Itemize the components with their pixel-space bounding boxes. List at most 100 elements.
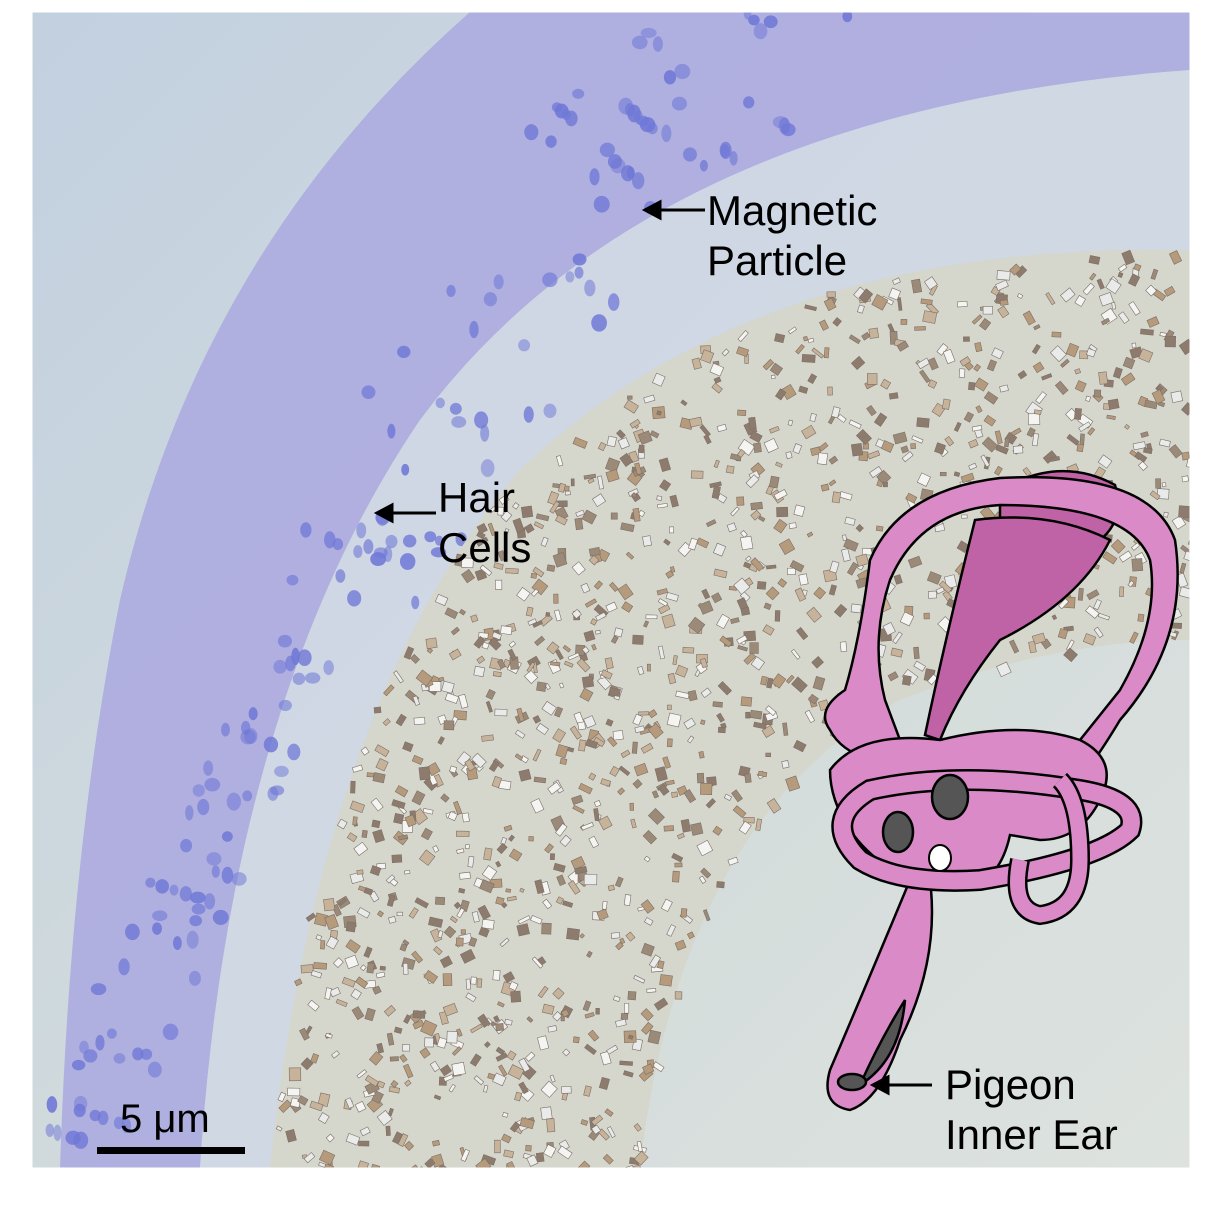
crystal	[796, 626, 809, 641]
crystal	[1027, 413, 1041, 426]
crystal	[426, 647, 434, 654]
crystal	[623, 399, 639, 414]
crystal	[556, 874, 566, 886]
crystal	[643, 855, 651, 863]
crystal	[619, 1060, 633, 1066]
crystal	[552, 552, 568, 568]
crystal	[338, 897, 347, 906]
crystal	[1063, 647, 1078, 663]
label-line: Particle	[707, 237, 848, 284]
crystal	[620, 1013, 629, 1020]
nucleus	[518, 339, 531, 352]
nucleus	[719, 141, 732, 159]
crystal	[404, 869, 411, 875]
crystal	[610, 931, 621, 939]
crystal	[420, 1019, 438, 1037]
crystal	[470, 976, 477, 985]
crystal	[420, 827, 433, 841]
nucleus	[287, 743, 301, 761]
crystal	[598, 1076, 610, 1090]
crystal	[497, 1001, 505, 1008]
crystal	[477, 1013, 491, 1028]
crystal	[335, 998, 348, 1008]
crystal	[581, 509, 597, 525]
crystal	[888, 392, 899, 400]
crystal	[358, 1140, 370, 1147]
crystal	[1132, 441, 1147, 451]
crystal	[619, 937, 626, 945]
crystal	[402, 1044, 411, 1052]
crystal	[345, 921, 357, 933]
nucleus	[674, 63, 691, 80]
crystal	[571, 608, 582, 620]
crystal	[535, 1152, 545, 1163]
crystal	[736, 346, 750, 358]
nucleus	[523, 406, 534, 423]
crystal	[750, 656, 766, 671]
crystal	[1060, 358, 1070, 368]
crystal	[1159, 331, 1167, 338]
crystal	[876, 469, 892, 485]
crystal	[806, 531, 814, 538]
crystal	[597, 475, 604, 490]
crystal	[448, 1083, 456, 1093]
crystal	[481, 734, 494, 742]
crystal	[493, 1015, 500, 1023]
nucleus	[748, 14, 760, 26]
crystal	[641, 1021, 654, 1035]
crystal	[510, 990, 522, 1003]
crystal	[583, 473, 597, 480]
crystal	[960, 472, 975, 484]
crystal	[567, 652, 580, 661]
crystal	[1127, 273, 1141, 287]
crystal	[546, 564, 556, 572]
crystal	[620, 522, 635, 533]
crystal	[651, 790, 659, 799]
crystal	[749, 430, 763, 443]
crystal	[995, 444, 1009, 455]
crystal	[801, 424, 817, 440]
crystal	[542, 898, 553, 910]
crystal	[369, 865, 382, 876]
crystal	[552, 987, 565, 1000]
crystal	[533, 776, 547, 784]
crystal	[492, 969, 501, 981]
crystal	[774, 333, 786, 344]
crystal	[743, 816, 755, 824]
crystal	[485, 700, 493, 713]
crystal	[1178, 505, 1190, 519]
crystal	[659, 974, 673, 987]
crystal	[919, 369, 931, 384]
crystal	[875, 525, 884, 532]
crystal	[571, 561, 586, 576]
crystal	[468, 936, 478, 948]
crystal	[633, 762, 649, 777]
crystal	[451, 1046, 462, 1056]
crystal	[525, 606, 534, 617]
crystal	[299, 1027, 310, 1041]
crystal	[399, 1053, 408, 1063]
crystal	[508, 640, 517, 648]
crystal	[541, 700, 557, 716]
crystal	[944, 435, 955, 447]
crystal	[461, 812, 470, 823]
crystal	[324, 987, 332, 1000]
crystal	[667, 672, 677, 685]
nucleus	[152, 910, 168, 922]
crystal	[518, 1081, 529, 1095]
crystal	[1003, 438, 1010, 448]
crystal	[781, 760, 790, 769]
nucleus	[95, 1034, 105, 1051]
crystal	[385, 874, 396, 884]
crystal	[332, 957, 344, 968]
crystal	[762, 358, 775, 371]
crystal	[1161, 482, 1167, 488]
crystal	[680, 399, 688, 407]
crystal	[911, 278, 923, 294]
crystal	[476, 978, 483, 988]
crystal	[736, 634, 748, 645]
crystal	[550, 661, 561, 667]
crystal	[593, 808, 600, 822]
crystal	[632, 634, 644, 645]
crystal	[364, 1007, 376, 1022]
